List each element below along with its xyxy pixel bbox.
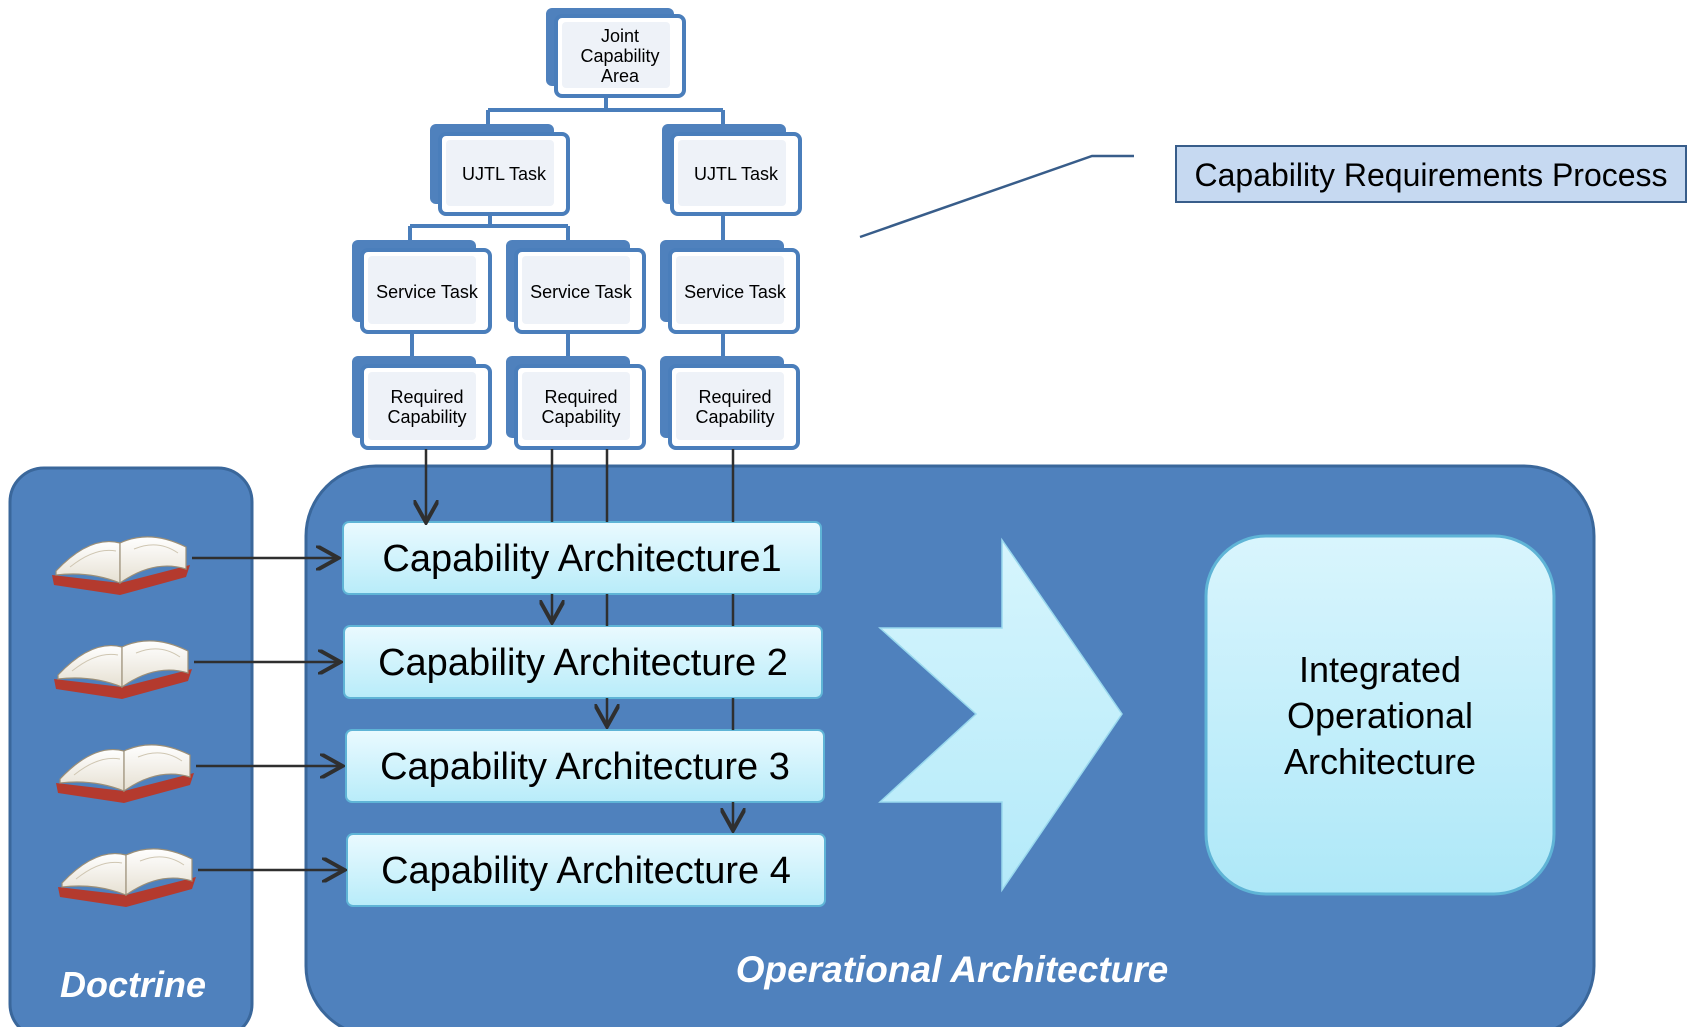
node-required-capability-3: Required Capability — [660, 356, 800, 450]
node-service-task-1: Service Task — [352, 240, 492, 334]
node-required-capability-1: Required Capability — [352, 356, 492, 450]
node-service-task-3: Service Task — [660, 240, 800, 334]
node-required-capability-1-line1: Required — [390, 387, 463, 407]
node-required-capability-2-line2: Capability — [541, 407, 620, 427]
node-ujtl-task-1-label: UJTL Task — [462, 164, 547, 184]
book-icon-1 — [52, 536, 190, 595]
node-service-task-1-label: Service Task — [376, 282, 479, 302]
node-service-task-3-label: Service Task — [684, 282, 787, 302]
integrated-line2: Operational — [1287, 695, 1473, 736]
callout-leader-line — [859, 154, 1134, 239]
capability-architecture-4: Capability Architecture 4 — [346, 833, 826, 907]
capability-architecture-3-label: Capability Architecture 3 — [380, 746, 790, 788]
integration-arrow — [878, 537, 1123, 893]
doctrine-label: Doctrine — [60, 964, 206, 1005]
node-ujtl-task-2: UJTL Task — [662, 124, 802, 216]
node-ujtl-task-1: UJTL Task — [430, 124, 570, 216]
capability-architecture-1: Capability Architecture1 — [342, 521, 822, 595]
node-required-capability-2-line1: Required — [544, 387, 617, 407]
node-service-task-2: Service Task — [506, 240, 646, 334]
node-required-capability-3-line1: Required — [698, 387, 771, 407]
callout-label: Capability Requirements Process — [1194, 157, 1667, 193]
capability-architecture-4-label: Capability Architecture 4 — [381, 850, 791, 892]
node-joint-capability-area-line1: Joint — [601, 26, 639, 46]
callout-box — [1175, 145, 1687, 203]
integrated-line1: Integrated — [1299, 649, 1461, 690]
node-joint-capability-area-line3: Area — [601, 66, 640, 86]
book-icon-2 — [54, 640, 192, 699]
doctrine-flow-arrows — [192, 558, 342, 870]
book-icon-3 — [56, 744, 194, 803]
capability-architecture-3: Capability Architecture 3 — [345, 729, 825, 803]
book-icon-4 — [58, 848, 196, 907]
node-service-task-2-label: Service Task — [530, 282, 633, 302]
node-required-capability-2: Required Capability — [506, 356, 646, 450]
integrated-line3: Architecture — [1284, 741, 1476, 782]
capability-architecture-2: Capability Architecture 2 — [343, 625, 823, 699]
capability-architecture-1-label: Capability Architecture1 — [382, 538, 781, 580]
node-required-capability-1-line2: Capability — [387, 407, 466, 427]
operational-architecture-label: Operational Architecture — [736, 949, 1168, 990]
integrated-operational-architecture-box — [1204, 534, 1556, 896]
hierarchy-connectors — [408, 98, 725, 358]
node-joint-capability-area: Joint Capability Area — [546, 8, 686, 98]
capability-architecture-2-label: Capability Architecture 2 — [378, 642, 788, 684]
node-required-capability-3-line2: Capability — [695, 407, 774, 427]
node-joint-capability-area-line2: Capability — [580, 46, 659, 66]
node-ujtl-task-2-label: UJTL Task — [694, 164, 779, 184]
required-capability-flow-lines — [426, 449, 733, 828]
